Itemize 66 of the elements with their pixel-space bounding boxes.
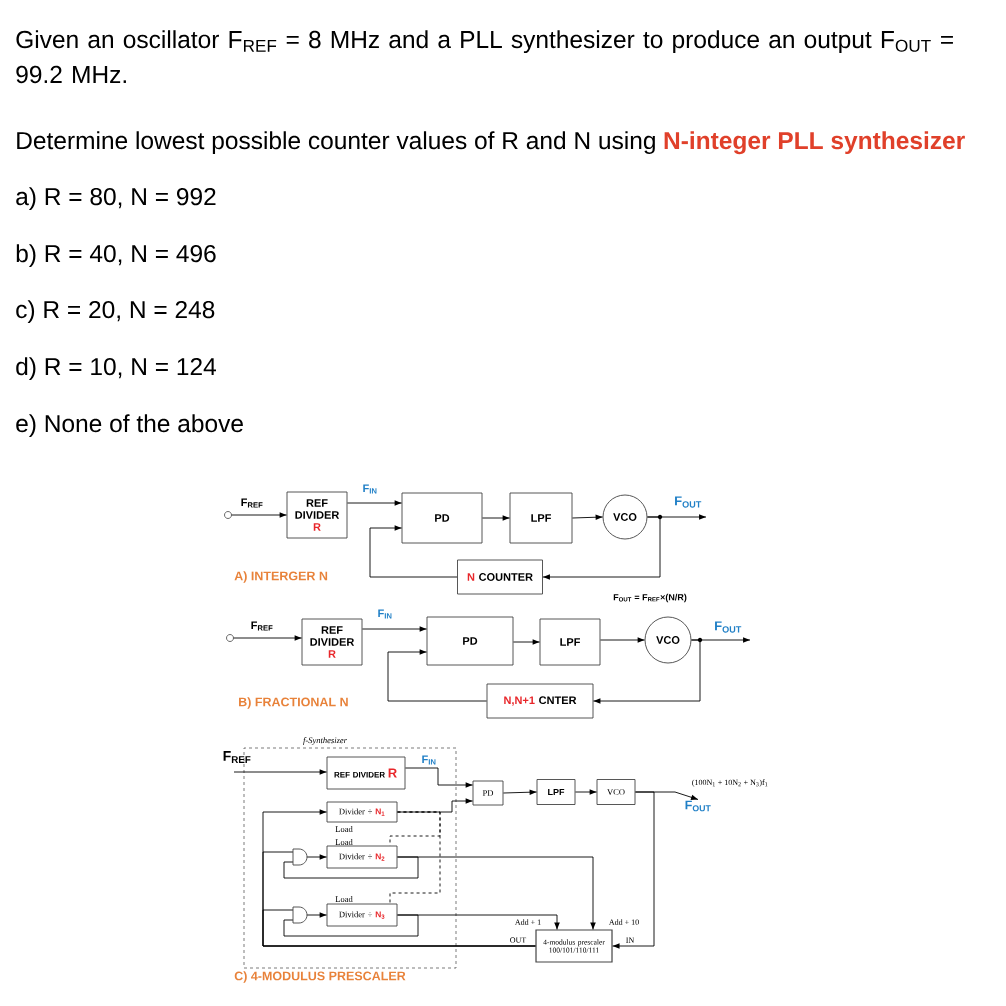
phase-detector-box: PD [472, 780, 504, 806]
and-gate [292, 848, 308, 866]
arrow [306, 854, 327, 860]
filter-box: LPF [509, 492, 573, 544]
question-text: Determine lowest possible counter values of R and N using [17, 131, 655, 155]
section-title: A) INTERGER N [234, 571, 328, 583]
arrow [369, 525, 458, 578]
edge-label: (100N$_{1}$ + 10N$_{2}$ + N$_{3}$)f$_{1}$ [692, 779, 768, 787]
connector-line [283, 914, 419, 937]
arrow [572, 514, 603, 521]
vco-box: VCO [596, 779, 636, 805]
arrow [306, 912, 327, 918]
signal-label: Load [335, 826, 353, 832]
arrow [397, 798, 473, 813]
signal-label: Load [335, 839, 353, 845]
phase-detector-box: PD [401, 492, 483, 544]
edge-label: F$_{REF}$ [251, 621, 273, 631]
arrow [347, 500, 402, 506]
connector-line [262, 909, 536, 947]
arrow [362, 626, 427, 632]
edge-label: F$_{REF}$ [241, 498, 263, 508]
counter-box: N,N+1 CNTER [486, 683, 594, 719]
arrow [387, 649, 487, 702]
highlighted-text: N-integer PLL synthesizer [664, 131, 965, 155]
formula: F$_{OUT}$ = F$_{REF}$×(N/R) [613, 593, 687, 603]
arrow [593, 639, 701, 704]
phase-detector-box: PD [426, 616, 514, 666]
edge-label: Add + 1 [514, 919, 541, 925]
answer-option: e) None of the above [16, 414, 243, 438]
counter-box: N COUNTER [457, 559, 543, 595]
filter-box: LPF [539, 618, 601, 666]
question-text: Given an oscillator F$_{REF}$ = 8 MHz and a PLL synthesizer to produce an output F$_{OUT}$ = 99.2 MHz. [16, 30, 953, 84]
edge-label: IN [626, 937, 635, 943]
edge-label: F$_{IN}$ [363, 484, 377, 494]
edge-label: F$_{OUT}$ [715, 621, 742, 633]
section-title: C) 4-MODULUS PRESCALER [234, 971, 406, 983]
arrow [397, 914, 560, 930]
and-gate [292, 906, 308, 924]
arrow [397, 856, 596, 930]
edge-label: Add + 10 [608, 919, 639, 925]
arrow [503, 789, 537, 796]
section-title: B) FRACTIONAL N [239, 697, 348, 709]
connector-line [283, 856, 419, 879]
edge-label: F$_{REF}$ [223, 751, 251, 763]
arrow [405, 767, 473, 788]
arrow [600, 637, 645, 643]
edge-label: F$_{OUT}$ [675, 496, 702, 508]
arrow [542, 516, 661, 580]
answer-option: c) R = 20, N = 248 [16, 300, 215, 324]
answer-option: b) R = 40, N = 496 [16, 244, 216, 268]
arrow [612, 791, 655, 949]
signal-label: F$_{OUT}$ [685, 800, 711, 812]
node-label: f-Synthesizer [303, 737, 347, 745]
edge-label: F$_{IN}$ [378, 609, 392, 619]
arrow [233, 769, 327, 775]
edge-label: OUT [510, 937, 527, 943]
arrow [482, 515, 510, 521]
answer-option: d) R = 10, N = 124 [16, 357, 216, 381]
filter-box: LPF [536, 779, 576, 805]
edge-label: F$_{IN}$ [422, 755, 436, 765]
arrow [233, 635, 302, 641]
connector-line [389, 811, 441, 904]
answer-option: a) R = 80, N = 992 [16, 187, 216, 211]
arrow [513, 639, 540, 645]
arrow [231, 512, 287, 518]
arrow [575, 789, 597, 795]
